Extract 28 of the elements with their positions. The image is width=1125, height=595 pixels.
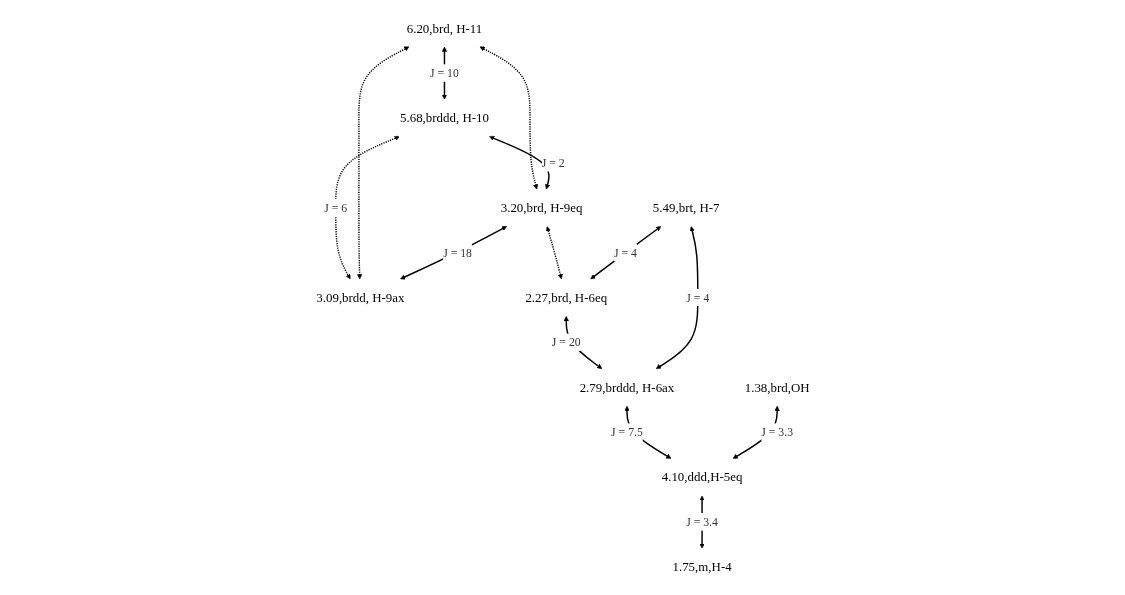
node-text: 5.68,brddd, H-10 (399, 110, 489, 126)
edge-label: J = 4 (613, 246, 637, 260)
node-text: 3.09,brdd, H-9ax (315, 290, 405, 305)
edge-label: J = 3.4 (685, 515, 718, 529)
arrow (545, 226, 563, 280)
arrow (488, 135, 550, 190)
edge-label: J = 3.3 (760, 425, 793, 439)
arrow (479, 46, 538, 190)
edge-label: J = 2 (541, 156, 565, 170)
node-text: 6.20,brd, H-11 (406, 20, 482, 36)
node-text: 3.20,brd, H-9eq (500, 200, 583, 216)
node-text: 4.10,ddd,H-5eq (661, 469, 742, 485)
node-text: 1.38,brd,OH (744, 379, 810, 395)
edge-label: J = 20 (551, 335, 581, 349)
edge-label: J = 4 (685, 291, 709, 304)
arrow (399, 226, 507, 280)
arrow (356, 46, 409, 280)
node-text: 2.79,brddd, H-6ax (579, 379, 674, 395)
edge-label: J = 6 (323, 201, 347, 215)
node-text: 2.27,brd, H-6eq (524, 290, 607, 305)
arrow (334, 135, 400, 280)
arrow (589, 226, 661, 280)
node-text: 5.49,brt, H-7 (652, 200, 720, 216)
arrow (655, 226, 699, 369)
edge-label: J = 18 (442, 246, 472, 260)
edge-label: J = 7.5 (610, 425, 643, 439)
edge-label: J = 10 (429, 66, 459, 80)
node-text: 1.75,m,H-4 (672, 559, 732, 575)
